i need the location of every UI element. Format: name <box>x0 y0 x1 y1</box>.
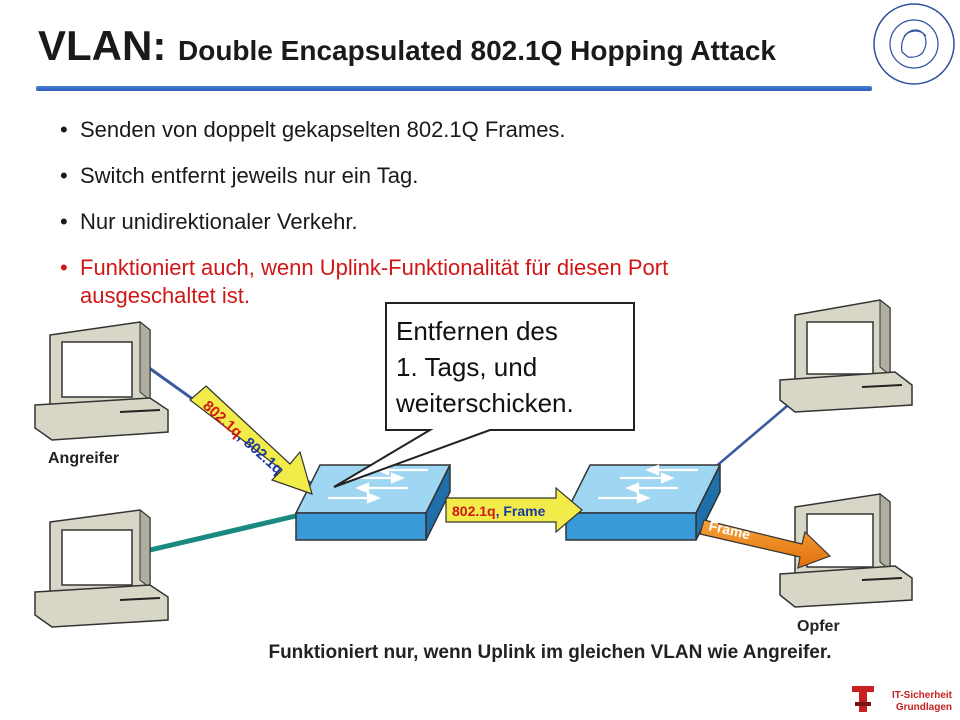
footer-note: Funktioniert nur, wenn Uplink im gleiche… <box>268 642 832 663</box>
callout-bubble: Entfernen des 1. Tags, und weiterschicke… <box>333 302 635 488</box>
link-computer2-switch <box>149 512 301 553</box>
red-bullet-line2: ausgeschaltet ist. <box>80 283 250 308</box>
switch-1-icon <box>294 464 452 541</box>
arrow1-label: 802.1q, 802.1q <box>199 397 286 478</box>
logo-text: IT-Sicherheit Grundlagen <box>892 690 952 714</box>
logo-line1: IT-Sicherheit <box>891 690 952 701</box>
title-rest: Double Encapsulated 802.1Q Hopping Attac… <box>178 35 776 66</box>
slide-title: VLAN: Double Encapsulated 802.1Q Hopping… <box>38 22 776 70</box>
bullet-item-red: Funktioniert auch, wenn Uplink-Funktiona… <box>60 254 820 310</box>
switch-2-icon <box>564 464 722 541</box>
svg-text:802.1q, Frame: 802.1q, Frame <box>452 503 546 519</box>
label-victim: Opfer <box>797 618 840 635</box>
bullet-list: Senden von doppelt gekapselten 802.1Q Fr… <box>60 116 820 328</box>
computer-icon <box>779 298 913 413</box>
svg-text:Entfernen des: Entfernen des <box>396 316 558 346</box>
red-bullet-line1: Funktioniert auch, wenn Uplink-Funktiona… <box>80 255 669 280</box>
university-seal-icon <box>873 3 955 85</box>
title-main: VLAN: <box>38 22 178 69</box>
computer-icon <box>34 508 169 628</box>
it-security-logo-icon <box>852 686 874 712</box>
bullet-item: Switch entfernt jeweils nur ein Tag. <box>60 162 820 190</box>
svg-text:1. Tags, und: 1. Tags, und <box>396 352 537 382</box>
label-attacker: Angreifer <box>48 450 120 467</box>
logo-line2: Grundlagen <box>895 702 952 713</box>
svg-text:weiterschicken.: weiterschicken. <box>395 388 574 418</box>
computer-attacker-icon <box>34 320 169 441</box>
bullet-item: Nur unidirektionaler Verkehr. <box>60 208 820 236</box>
title-rule <box>36 86 872 91</box>
arrow-double-tag: 802.1q, 802.1q <box>189 385 313 495</box>
arrow-single-tag: 802.1q, Frame <box>445 486 583 534</box>
bullet-item: Senden von doppelt gekapselten 802.1Q Fr… <box>60 116 820 144</box>
